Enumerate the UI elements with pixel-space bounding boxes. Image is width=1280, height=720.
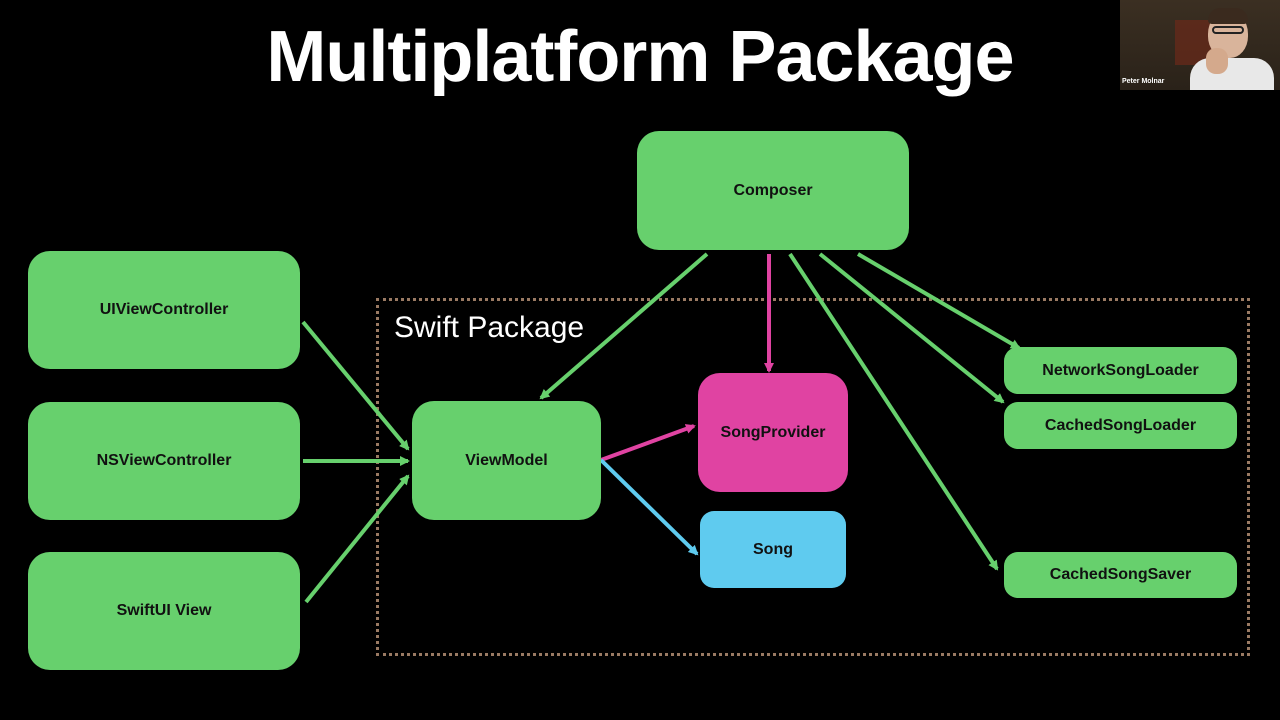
song-node: Song [700,511,846,588]
nsviewcontroller-node: NSViewController [28,402,300,520]
viewmodel-node: ViewModel [412,401,601,520]
networksongloader-node: NetworkSongLoader [1004,347,1237,394]
songprovider-node: SongProvider [698,373,848,492]
swiftui-view-node: SwiftUI View [28,552,300,670]
arrow-viewmodel-to-songprovider [600,424,696,462]
arrow-composer-to-cachedsongloader [818,252,1005,404]
speaker-name: Peter Molnar [1122,78,1165,85]
composer-node: Composer [637,131,909,250]
arrow-viewmodel-to-song [599,458,699,556]
cachedsongloader-node: CachedSongLoader [1004,402,1237,449]
arrow-composer-to-networksongloader [856,252,1021,350]
slide-title: Multiplatform Package [266,17,1014,97]
arrow-swiftuiview-to-viewmodel [304,474,410,604]
swift-package-boundary [376,298,1250,656]
arrow-uiviewcontroller-to-viewmodel [301,320,410,451]
arrow-composer-to-viewmodel [539,252,709,400]
swift-package-label: Swift Package [394,311,585,344]
arrow-composer-to-cachedsongsaver [788,252,999,571]
cachedsongsaver-node: CachedSongSaver [1004,552,1237,598]
speaker-video-thumbnail: Peter Molnar [1120,0,1280,90]
uiviewcontroller-node: UIViewController [28,251,300,369]
